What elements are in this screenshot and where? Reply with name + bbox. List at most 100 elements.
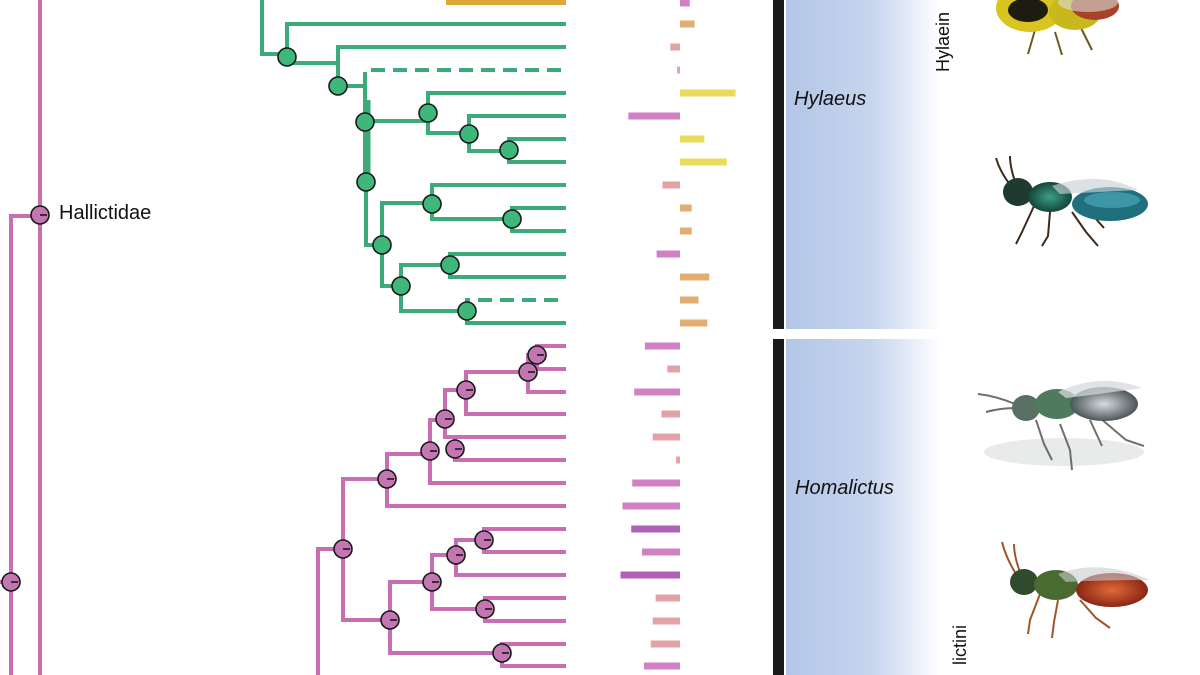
node-marker-green — [418, 103, 438, 123]
pink-branch — [483, 609, 566, 623]
node-marker-green — [459, 124, 479, 144]
trait-bar — [667, 365, 680, 373]
node-marker-pink — [435, 409, 455, 429]
node-marker-pink — [492, 643, 512, 663]
trait-bar — [650, 640, 680, 648]
pink-branch — [482, 540, 566, 554]
green-branch — [260, 0, 287, 56]
green-branch-dashed — [363, 68, 566, 86]
clade-bar-hylaeus — [773, 0, 784, 329]
trait-bar — [644, 342, 680, 350]
trait-bar — [680, 204, 692, 212]
clade-label-hylaeus: Hylaeus — [794, 88, 866, 110]
trait-bar — [652, 617, 680, 625]
clade-bar-homalictus — [773, 339, 784, 675]
trait-bar — [662, 181, 680, 189]
trait-bar — [661, 410, 680, 418]
bee-green-metallic-image — [995, 155, 1148, 247]
pink-branch — [428, 454, 566, 485]
bee-red-abdomen-image — [1001, 541, 1150, 639]
green-branch — [448, 252, 566, 265]
node-marker-green — [457, 301, 477, 321]
trait-bar — [680, 89, 736, 97]
node-marker-green — [422, 194, 442, 214]
node-marker-pink — [30, 205, 50, 225]
root-branch — [9, 214, 40, 675]
pink-branch — [388, 620, 502, 655]
tribe-label-top: Hylaein — [933, 12, 953, 72]
node-marker-pink — [456, 380, 476, 400]
hylaeus-tree — [260, 0, 566, 325]
trait-bar — [632, 479, 680, 487]
green-branch — [285, 22, 566, 54]
family-label: Hallictidae — [59, 202, 151, 224]
green-branch — [465, 311, 566, 325]
trait-bar — [680, 319, 708, 327]
node-marker-pink — [527, 345, 547, 365]
trait-bar-chart — [620, 0, 736, 670]
node-marker-green — [502, 209, 522, 229]
clade-label-homalictus: Homalictus — [795, 477, 894, 499]
trait-bar — [652, 433, 680, 441]
trait-bar — [631, 525, 680, 533]
node-marker-pink — [518, 362, 538, 382]
node-marker-green — [391, 276, 411, 296]
node-marker-pink — [333, 539, 353, 559]
clade-panel-hylaeus: Hylaeus — [773, 0, 941, 329]
trait-bar — [680, 273, 710, 281]
node-marker-pink — [446, 545, 466, 565]
node-marker-pink — [475, 599, 495, 619]
trait-bar — [680, 227, 692, 235]
tip-bar-gold — [446, 0, 566, 5]
green-branch — [448, 265, 566, 279]
pink-branch — [388, 580, 432, 620]
pink-branch — [341, 477, 387, 549]
trait-bar — [680, 158, 727, 166]
green-branch — [467, 114, 566, 133]
node-marker-pink — [380, 610, 400, 630]
trait-bar — [677, 66, 680, 74]
green-branch — [363, 86, 428, 123]
pink-branch — [341, 549, 390, 622]
tribe-label-bottom: lictini — [950, 625, 970, 665]
trait-bar — [670, 43, 680, 51]
pink-branch — [316, 547, 343, 675]
trait-bar — [641, 548, 680, 556]
trait-bar — [622, 502, 680, 510]
trait-bar — [676, 456, 680, 464]
node-marker-green — [355, 112, 375, 132]
trait-bar — [628, 112, 680, 120]
trait-bar — [680, 135, 705, 143]
node-marker-pink — [474, 530, 494, 550]
trait-bar — [634, 388, 680, 396]
homalictus-tree — [316, 344, 566, 675]
node-marker-green — [499, 140, 519, 160]
node-marker-pink — [420, 441, 440, 461]
node-marker-green — [356, 172, 376, 192]
pink-branch — [454, 555, 566, 577]
node-marker-green — [440, 255, 460, 275]
node-marker-pink — [422, 572, 442, 592]
trait-bar — [620, 571, 680, 579]
trait-bar — [680, 296, 699, 304]
trait-bar — [680, 20, 695, 28]
green-branch — [380, 201, 432, 245]
node-marker-green — [328, 76, 348, 96]
green-branch-dashed — [465, 298, 566, 311]
green-branch — [426, 121, 469, 135]
trait-bar — [655, 594, 680, 602]
bee-silver-image — [977, 380, 1145, 471]
pink-branch — [482, 527, 566, 540]
green-branch — [430, 183, 566, 203]
pink-branch — [453, 437, 566, 462]
trait-bar — [656, 250, 680, 258]
green-branch — [336, 45, 566, 63]
green-branch — [399, 286, 467, 313]
clade-panel-homalictus: Homalictus — [773, 339, 941, 675]
tree-nodes — [1, 47, 547, 663]
trait-bar — [680, 0, 690, 7]
node-marker-pink — [1, 572, 21, 592]
green-branch — [430, 203, 512, 221]
pink-branch — [483, 596, 566, 609]
